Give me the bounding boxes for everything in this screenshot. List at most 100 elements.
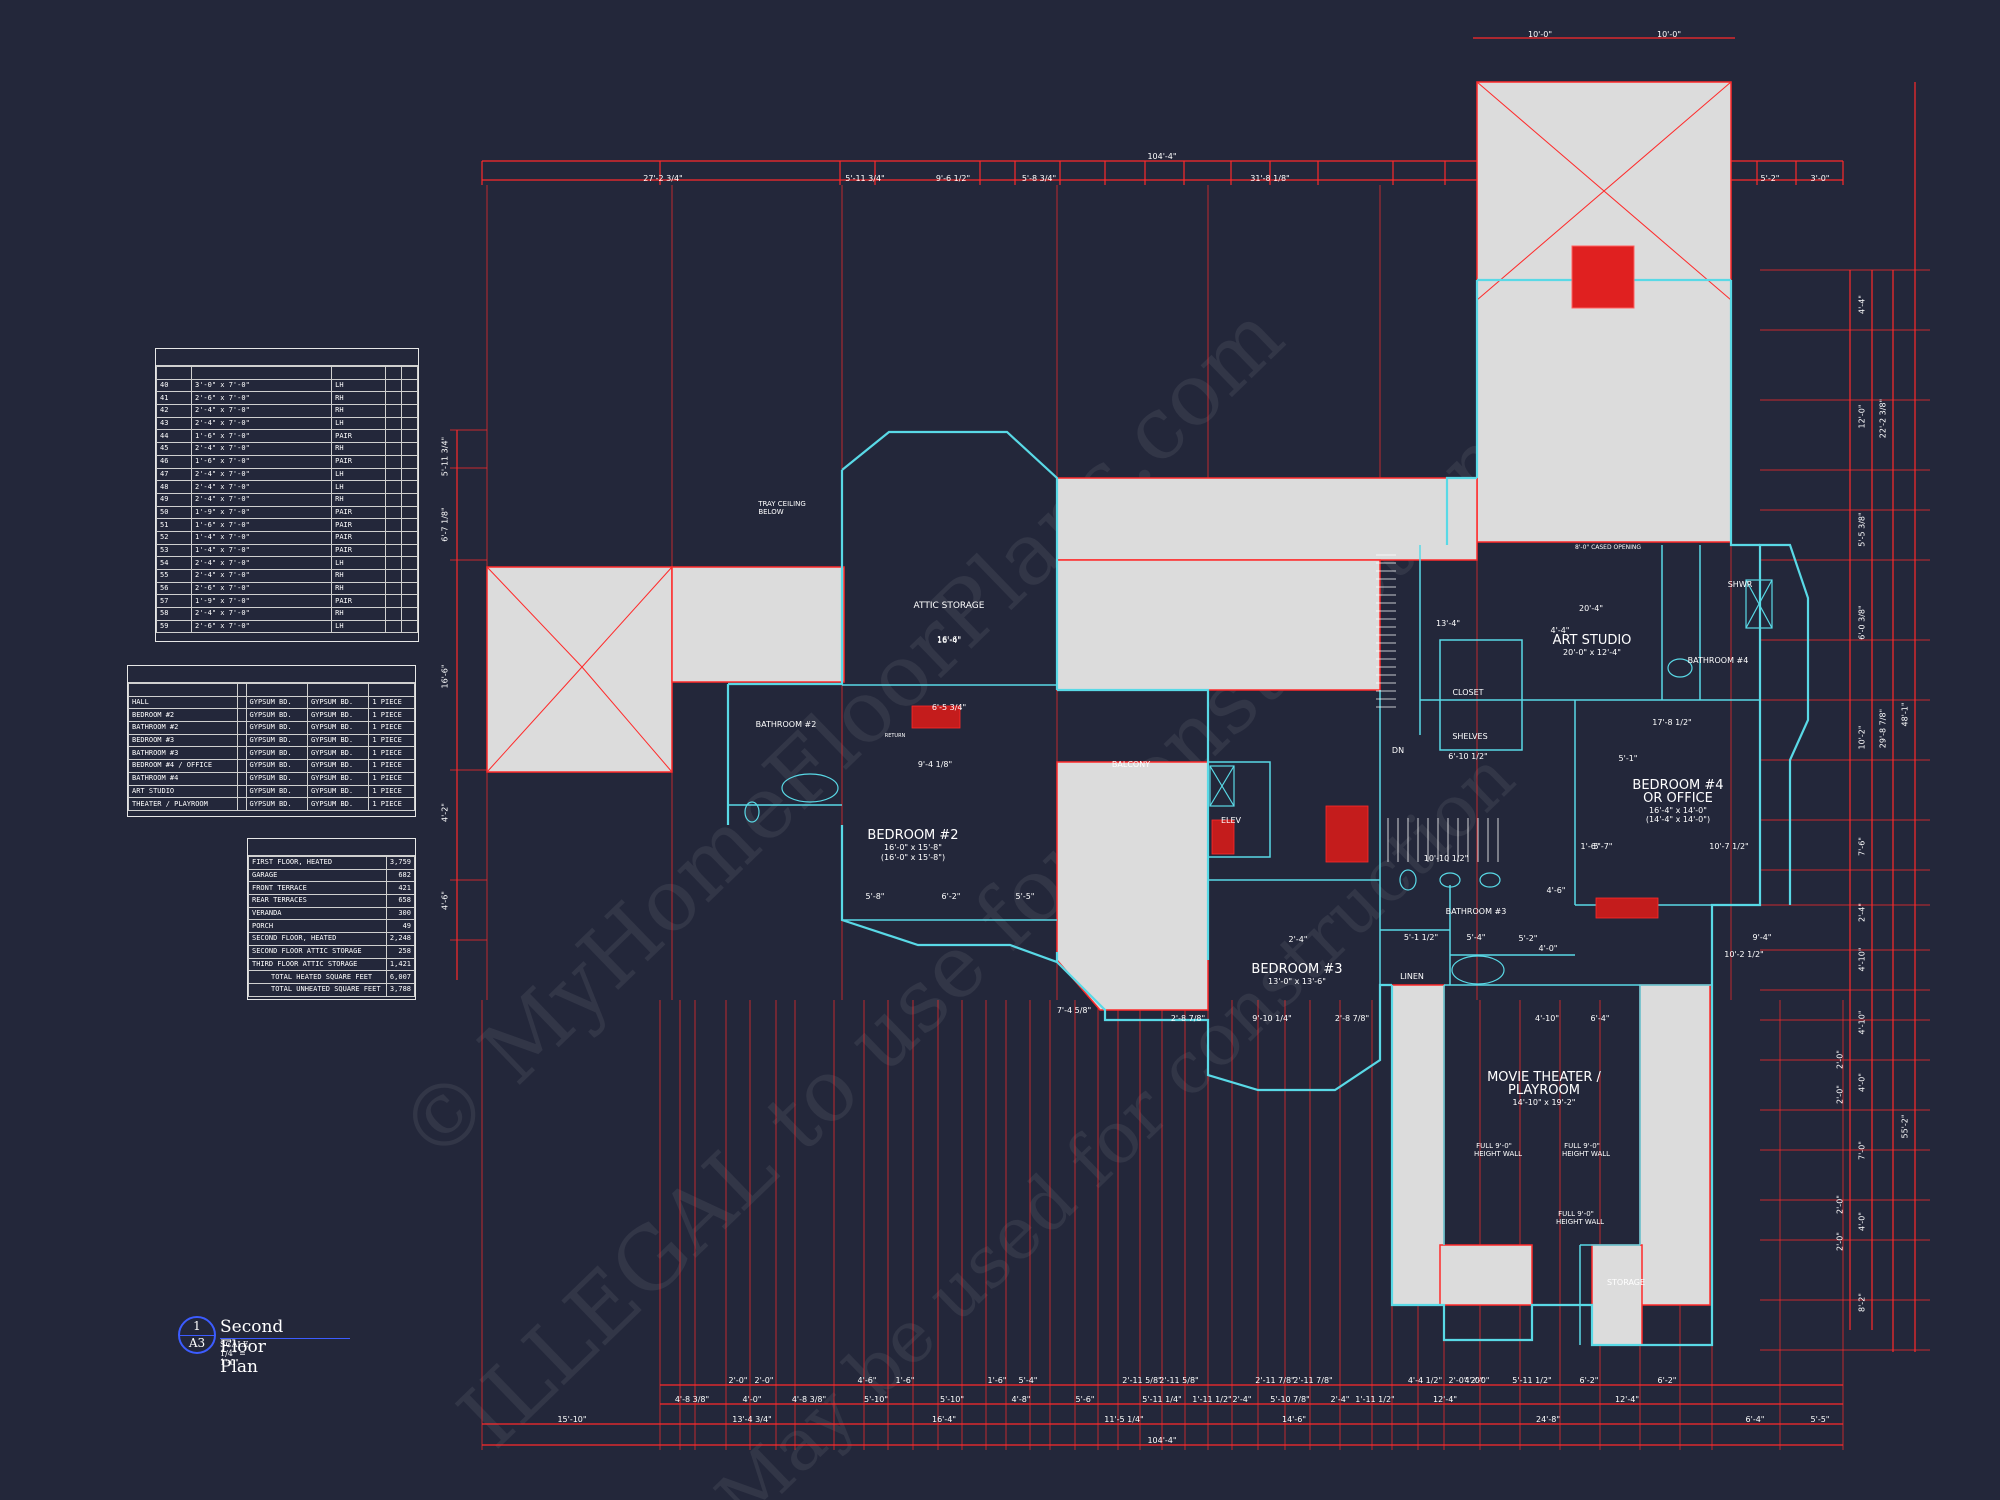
table-cell <box>236 721 247 735</box>
dimension-right: 4'-0" <box>1857 1073 1867 1092</box>
door-schedule-header <box>156 366 418 380</box>
dimension-interior: 2'-8 7/8" <box>1170 1014 1206 1023</box>
table-cell: 56 <box>156 581 192 596</box>
table-cell: 41 <box>156 391 192 406</box>
room-label-theater: MOVIE THEATER / <box>1487 1070 1601 1085</box>
table-cell <box>385 442 403 456</box>
table-cell: PAIR <box>331 429 387 444</box>
table-cell: GYPSUM BD. <box>306 695 370 710</box>
table-cell: RH <box>331 492 387 507</box>
table-cell: 2'-4" x 7'-0" <box>190 416 333 431</box>
room-label-linen: LINEN <box>1400 972 1424 981</box>
table-cell <box>385 518 403 532</box>
area-schedule-title <box>248 839 415 856</box>
table-cell: 53 <box>156 543 192 558</box>
room-dim-bedroom-2: 16'-0" x 15'-8" <box>884 843 942 852</box>
dimension-top: 31'-8 1/8" <box>1250 174 1290 183</box>
table-cell: 1 PIECE <box>368 746 415 761</box>
table-cell: GYPSUM BD. <box>245 771 308 786</box>
table-cell <box>385 619 403 634</box>
dimension-top: 5'-2" <box>1760 174 1780 183</box>
table-cell: THIRD FLOOR ATTIC STORAGE <box>248 957 387 972</box>
table-cell <box>236 784 247 799</box>
table-cell <box>385 607 403 621</box>
dimension-left: 16'-6" <box>440 664 450 689</box>
dimension-right: 55'-2" <box>1900 1114 1910 1139</box>
table-cell: 2'-4" x 7'-0" <box>190 569 333 583</box>
dimension-bottom: 2'-4" <box>1232 1395 1252 1404</box>
table-cell <box>401 416 418 431</box>
dimension-bottom: 4'-8 3/8" <box>791 1395 827 1404</box>
table-cell <box>401 442 418 456</box>
dimension-bottom: 5'-5" <box>1810 1415 1830 1424</box>
room-label-closet: CLOSET <box>1452 688 1484 697</box>
roof-center <box>1056 477 1478 561</box>
table-cell: 49 <box>156 492 192 507</box>
table-cell: 40 <box>156 378 192 393</box>
dimension-bottom: 2'-11 7/8" <box>1255 1376 1295 1385</box>
dimension-bottom: 2'-11 7/8" <box>1293 1376 1333 1385</box>
table-cell <box>385 404 403 418</box>
dimension-right: 4'-0" <box>1857 1212 1867 1231</box>
dimension-right: 4'-10" <box>1857 1010 1867 1035</box>
dimension-right: 6'-0 3/8" <box>1857 605 1867 640</box>
dimension-bottom: 1'-6" <box>987 1376 1007 1385</box>
note-height-wall-2: HEIGHT WALL <box>1473 1150 1523 1158</box>
dimension-bottom: 6'-2" <box>1579 1376 1599 1385</box>
dimension-bottom: 11'-5 1/4" <box>1104 1415 1144 1424</box>
table-cell: GYPSUM BD. <box>306 708 370 723</box>
table-cell: 2'-6" x 7'-0" <box>190 619 333 634</box>
room-label-balcony: BALCONY <box>1111 760 1151 769</box>
table-cell <box>401 518 418 532</box>
room-dim-bedroom-3: 13'-0" x 13'-6" <box>1268 977 1326 986</box>
table-cell: PAIR <box>331 505 387 520</box>
table-cell: GYPSUM BD. <box>306 771 370 786</box>
table-cell: PORCH <box>248 919 387 934</box>
dimension-right: 12'-0" <box>1857 404 1867 429</box>
dimension-interior: 2'-8 7/8" <box>1334 1014 1370 1023</box>
table-cell: GYPSUM BD. <box>306 784 370 799</box>
roof-theater-bottom <box>1439 1244 1533 1306</box>
table-cell: LH <box>331 480 387 494</box>
dimension-right: 4'-10" <box>1857 947 1867 972</box>
table-cell: BATHROOM #4 <box>128 771 238 786</box>
header-cell <box>128 683 238 697</box>
dimension-interior: 10'-10 1/2" <box>1423 854 1469 863</box>
dimension-right: 7'-0" <box>1857 1141 1867 1160</box>
table-cell: 49 <box>385 919 416 934</box>
dimension-bottom: 5'-10" <box>863 1395 889 1404</box>
dimension-interior: 5'-1 1/2" <box>1403 933 1439 942</box>
table-cell: 47 <box>156 467 192 482</box>
dimension-left: 4'-6" <box>440 891 450 910</box>
table-cell: BEDROOM #2 <box>128 708 238 723</box>
table-cell: 6,007 <box>385 970 416 984</box>
room-label-bathroom-3: BATHROOM #3 <box>1445 907 1507 916</box>
table-cell: 58 <box>156 607 192 621</box>
room-label-bedroom-4: BEDROOM #4 <box>1632 778 1724 793</box>
note-height-wall-2: HEIGHT WALL <box>1561 1150 1611 1158</box>
table-cell: BATHROOM #3 <box>128 746 238 761</box>
dimension-bottom: 2'-0" <box>728 1376 748 1385</box>
table-cell: 1 PIECE <box>368 721 415 735</box>
table-cell: 421 <box>385 881 416 896</box>
header-cell <box>236 683 247 697</box>
dimension-bottom: 14'-6" <box>1281 1415 1307 1424</box>
table-cell: SECOND FLOOR, HEATED <box>248 932 387 946</box>
note-height-wall: FULL 9'-0" <box>1564 1142 1600 1150</box>
stair-rails <box>911 705 1659 919</box>
note-height-wall: FULL 9'-0" <box>1558 1210 1594 1218</box>
table-cell: GYPSUM BD. <box>245 784 308 799</box>
table-cell: 45 <box>156 442 192 456</box>
table-cell: SECOND FLOOR ATTIC STORAGE <box>248 944 387 959</box>
table-cell: TOTAL HEATED SQUARE FEET <box>248 970 387 984</box>
table-cell: RH <box>331 581 387 596</box>
